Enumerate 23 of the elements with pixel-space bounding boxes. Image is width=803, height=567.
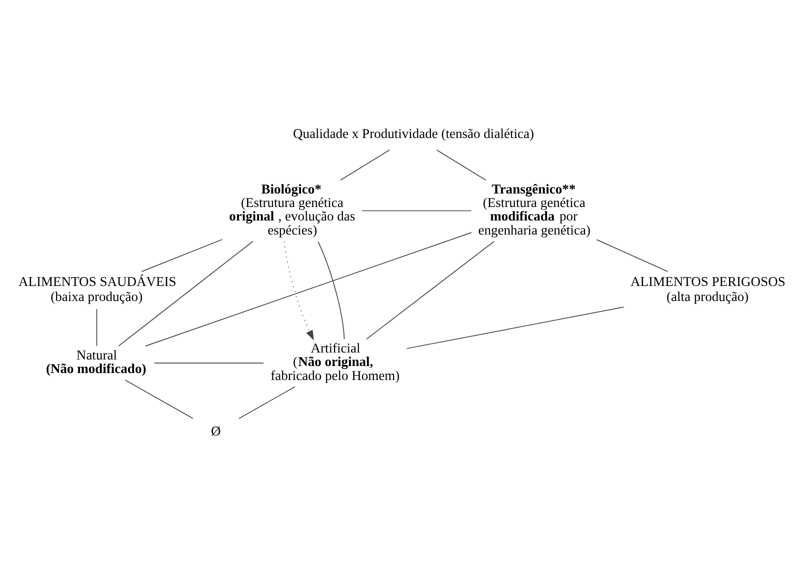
connector xyxy=(96,308,98,346)
connector xyxy=(124,380,194,419)
node-text: Qualidade x Produtividade (tensão dialética) xyxy=(293,126,534,141)
connector xyxy=(154,362,264,364)
connector xyxy=(366,240,495,340)
node-text: Natural (Não modificado) xyxy=(46,347,146,376)
connector xyxy=(318,241,345,340)
node-text: ALIMENTOS SAUDÁVEIS (baixa produção) xyxy=(18,274,176,304)
node-text: Ø xyxy=(210,424,221,439)
connector xyxy=(340,150,390,181)
connector xyxy=(145,232,472,346)
arrow xyxy=(284,241,314,340)
connector xyxy=(238,386,296,419)
connector xyxy=(141,239,223,272)
connector xyxy=(118,240,254,346)
node-text: Artificial (Não original, fabricado pelo Homem) xyxy=(270,340,400,383)
connector xyxy=(362,210,472,212)
connector xyxy=(436,150,486,181)
node-text: ALIMENTOS PERIGOSOS (alta produção) xyxy=(630,274,786,304)
connector xyxy=(406,306,624,349)
connector xyxy=(596,239,668,272)
node-text: Biológico* (Estrutura genética original, evolução das espécies) xyxy=(229,182,356,238)
node-text: Transgênico** (Estrutura genética modificada por engenharia genética) xyxy=(478,182,590,238)
